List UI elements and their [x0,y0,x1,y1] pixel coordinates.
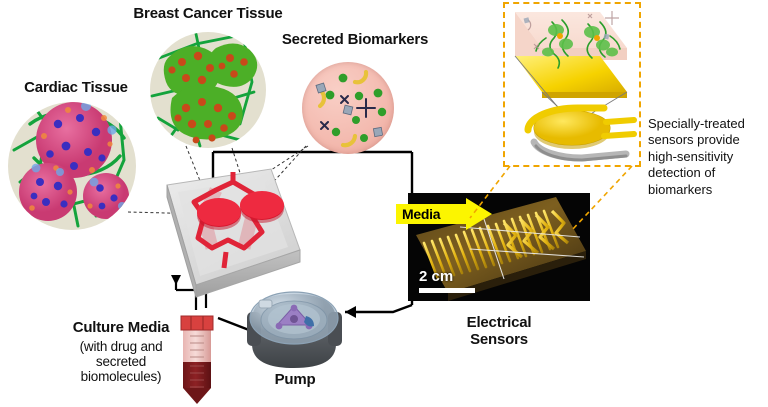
electrical-sensors-label: Electrical Sensors [466,314,532,348]
sensor-surface-inset-box [503,2,641,167]
culture-media-sublabel: (with drug and secreted biomolecules) [79,339,163,385]
pump-label: Pump [274,371,316,388]
breast-cancer-tissue-label: Breast Cancer Tissue [133,5,283,22]
media-arrow-label: Media [396,204,472,224]
sensor-caption: Specially-treated sensors provide high-s… [648,116,745,197]
breast-cancer-tissue-circle [150,32,266,148]
cardiac-tissue-circle [8,102,136,230]
secreted-biomarkers-circle [302,62,394,154]
secreted-biomarkers-label: Secreted Biomarkers [281,31,429,48]
scale-bar-line [419,288,475,293]
scale-bar-label: 2 cm [419,268,454,285]
media-arrow-text: Media [402,206,441,222]
cardiac-tissue-label: Cardiac Tissue [24,79,128,96]
culture-media-label: Culture Media [72,319,170,336]
